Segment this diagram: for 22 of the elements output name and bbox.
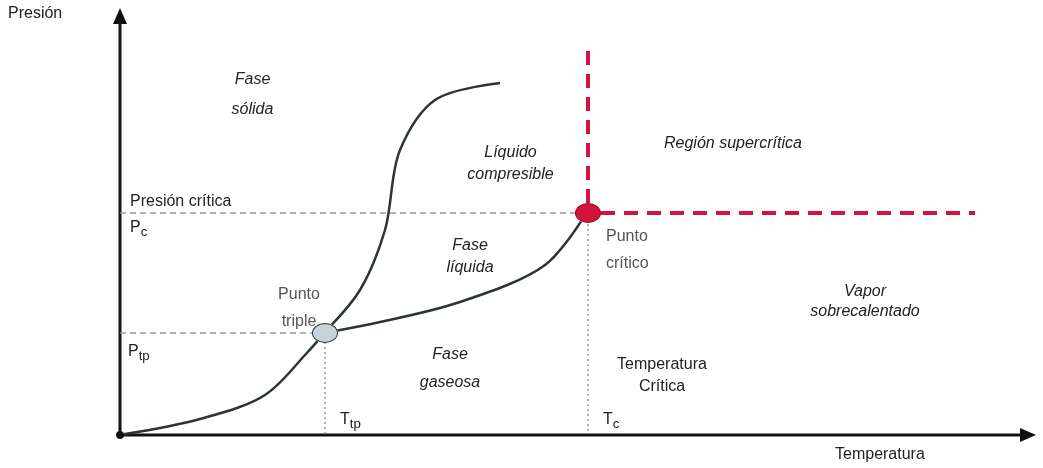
symbol-label: P$_{c}$ xyxy=(130,217,148,242)
region-label: Vapor sobrecalentado xyxy=(809,281,921,321)
phase-boundary-curve xyxy=(337,220,583,332)
region-label: Fase líquida xyxy=(445,235,495,277)
point-marker xyxy=(575,203,601,223)
reference-label: Temperatura Crítica xyxy=(616,354,708,396)
axis-title: Temperatura xyxy=(835,444,925,464)
point-label: Punto crítico xyxy=(606,226,650,273)
symbol-label: P$_{tp}$ xyxy=(128,341,150,366)
phase-boundary-curve xyxy=(123,340,319,436)
axis-title: Presión xyxy=(8,3,63,23)
dashed-boundary-line xyxy=(601,211,975,215)
symbol-label: T$_{c}$ xyxy=(603,409,620,434)
symbol-label: T$_{tp}$ xyxy=(340,409,361,434)
phase-boundary-curve xyxy=(331,81,501,326)
region-label: Región supercrítica xyxy=(664,133,802,153)
region-label: Fase sólida xyxy=(230,69,275,119)
reference-label: Presión crítica xyxy=(130,191,232,211)
point-label: Punto triple xyxy=(277,284,321,331)
region-label: Fase gaseosa xyxy=(418,344,482,392)
region-label: Líquido compresible xyxy=(466,142,555,184)
origin-point xyxy=(116,431,124,439)
